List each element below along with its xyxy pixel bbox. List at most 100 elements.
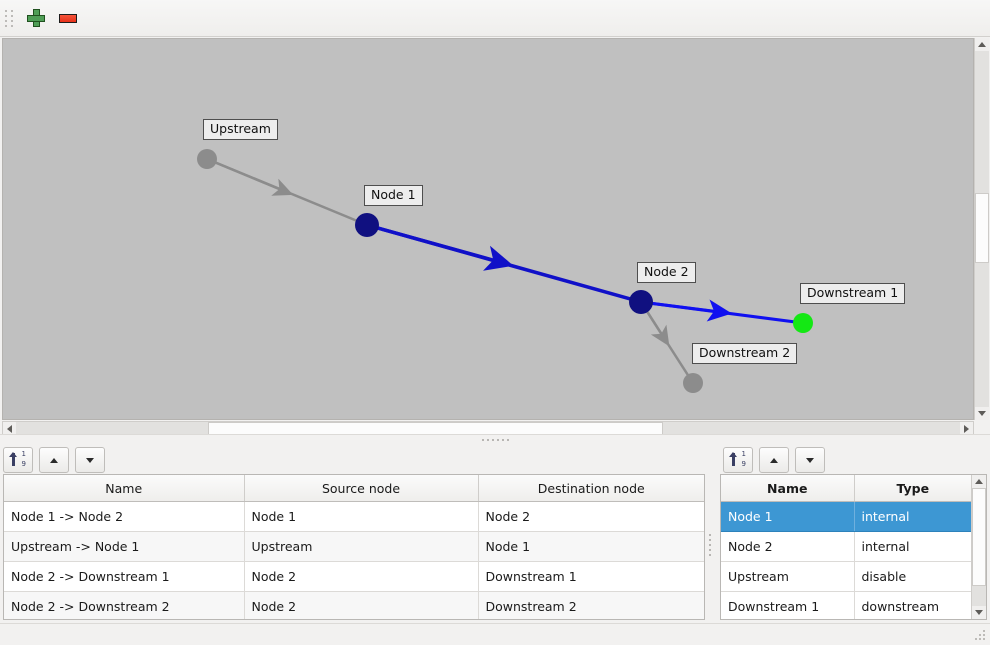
cell-source: Upstream	[244, 531, 479, 562]
cell-name: Node 1 -> Node 2	[4, 501, 245, 532]
table-row[interactable]: Node 2 -> Downstream 1 Node 2 Downstream…	[4, 561, 704, 592]
splitter-grip-dots	[709, 534, 711, 556]
triangle-down-icon	[86, 457, 94, 463]
scroll-track-upper[interactable]	[975, 51, 989, 193]
node-label-node1[interactable]: Node 1	[364, 185, 423, 206]
nodes-table-scrollbar[interactable]	[971, 475, 986, 619]
cell-type: disable	[854, 561, 971, 592]
nodes-move-up-button[interactable]	[759, 447, 789, 473]
node-label-node2[interactable]: Node 2	[637, 262, 696, 283]
main-toolbar	[0, 0, 990, 37]
cell-destination: Node 1	[478, 531, 704, 562]
status-bar	[0, 623, 990, 645]
graph-canvas[interactable]: Upstream Node 1 Node 2 Downstream 1 Down…	[2, 38, 974, 420]
nodes-scroll-track[interactable]	[972, 586, 986, 606]
edges-move-down-button[interactable]	[75, 447, 105, 473]
cell-name: Node 2 -> Downstream 2	[4, 591, 245, 619]
window-resize-grip[interactable]	[975, 630, 987, 642]
scroll-track-lower[interactable]	[975, 263, 989, 407]
cell-source: Node 2	[244, 561, 479, 592]
table-row[interactable]: Upstream disable	[721, 561, 971, 592]
nodes-table: Name Type Node 1 internal Node 2 interna…	[721, 475, 971, 619]
cell-name: Node 1	[721, 501, 855, 532]
remove-button[interactable]	[52, 3, 84, 33]
triangle-up-icon	[770, 457, 778, 463]
edge-node2-downstream1-arrow	[640, 299, 732, 322]
minus-icon	[59, 13, 77, 23]
node-downstream2	[683, 373, 703, 393]
cell-destination: Node 2	[478, 501, 704, 532]
node-label-upstream[interactable]: Upstream	[203, 119, 278, 140]
nodes-column-type[interactable]: Type	[854, 475, 971, 502]
graph-canvas-area: Upstream Node 1 Node 2 Downstream 1 Down…	[0, 38, 990, 436]
nodes-scroll-down-button[interactable]	[972, 606, 985, 619]
cell-name: Upstream	[721, 561, 855, 592]
table-row[interactable]: Node 2 -> Downstream 2 Node 2 Downstream…	[4, 591, 704, 619]
graph-nodes	[197, 149, 813, 393]
scroll-track-right[interactable]	[663, 422, 960, 435]
edges-table: Name Source node Destination node Node 1…	[4, 475, 704, 619]
triangle-down-icon	[977, 411, 986, 416]
edges-column-source[interactable]: Source node	[244, 475, 479, 502]
nodes-scroll-thumb[interactable]	[972, 488, 986, 586]
triangle-down-icon	[806, 457, 814, 463]
triangle-right-icon	[964, 424, 969, 433]
nodes-move-down-button[interactable]	[795, 447, 825, 473]
cell-source: Node 2	[244, 591, 479, 619]
node-node2	[629, 290, 653, 314]
table-row[interactable]: Node 1 -> Node 2 Node 1 Node 2	[4, 501, 704, 532]
vertical-scroll-thumb[interactable]	[975, 193, 989, 263]
table-row[interactable]: Downstream 1 downstream	[721, 591, 971, 619]
canvas-vertical-scrollbar[interactable]	[974, 38, 989, 420]
canvas-horizontal-scrollbar[interactable]	[2, 421, 974, 436]
graph-svg	[197, 149, 813, 393]
cell-type: downstream	[854, 591, 971, 619]
edges-table-container[interactable]: Name Source node Destination node Node 1…	[3, 474, 705, 620]
plus-icon	[27, 9, 45, 27]
edges-column-destination[interactable]: Destination node	[478, 475, 704, 502]
edges-column-name[interactable]: Name	[4, 475, 245, 502]
node-upstream	[197, 149, 217, 169]
node-node1	[355, 213, 379, 237]
table-row[interactable]: Upstream -> Node 1 Upstream Node 1	[4, 531, 704, 562]
triangle-up-icon	[974, 479, 983, 484]
cell-name: Upstream -> Node 1	[4, 531, 245, 562]
node-downstream1	[793, 313, 813, 333]
table-row[interactable]: Node 1 internal	[721, 501, 971, 532]
scroll-left-button[interactable]	[3, 422, 16, 435]
scroll-up-button[interactable]	[975, 38, 988, 51]
toolbar-drag-grip[interactable]	[4, 7, 14, 29]
vertical-splitter[interactable]	[708, 470, 712, 620]
scroll-down-button[interactable]	[975, 407, 988, 420]
nodes-table-container[interactable]: Name Type Node 1 internal Node 2 interna…	[720, 474, 987, 620]
cell-type: internal	[854, 531, 971, 562]
scroll-track-left[interactable]	[16, 422, 208, 435]
triangle-up-icon	[977, 42, 986, 47]
splitter-grip-dots	[481, 439, 509, 441]
node-label-downstream1[interactable]: Downstream 1	[800, 283, 906, 304]
add-button[interactable]	[20, 3, 52, 33]
nodes-column-name[interactable]: Name	[721, 475, 855, 502]
edges-table-header-row: Name Source node Destination node	[4, 475, 704, 502]
edge-node1-node2-arrow	[366, 223, 514, 271]
nodes-table-header-row: Name Type	[721, 475, 971, 502]
scroll-right-button[interactable]	[960, 422, 973, 435]
triangle-down-icon	[974, 610, 983, 615]
nodes-scroll-up-button[interactable]	[972, 475, 985, 488]
edges-move-up-button[interactable]	[39, 447, 69, 473]
table-row[interactable]: Node 2 internal	[721, 531, 971, 562]
cell-destination: Downstream 2	[478, 591, 704, 619]
graph-edges	[206, 157, 804, 384]
node-label-downstream2[interactable]: Downstream 2	[692, 343, 798, 364]
horizontal-splitter[interactable]	[0, 434, 990, 445]
cell-type: internal	[854, 501, 971, 532]
triangle-up-icon	[50, 457, 58, 463]
